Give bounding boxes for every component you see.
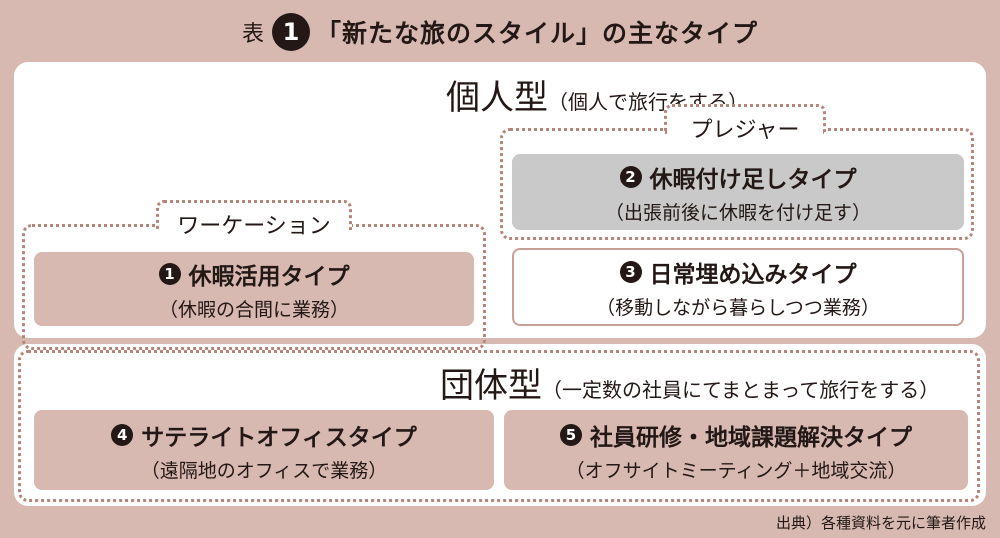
type-description: （遠隔地のオフィスで業務） — [140, 459, 388, 482]
type-number-badge: 5 — [560, 423, 582, 446]
type-description: （休暇の合間に業務） — [158, 298, 349, 321]
type-name: サテライトオフィスタイプ — [141, 424, 417, 451]
type-name: 日常埋め込みタイプ — [649, 261, 857, 288]
type-name: 休暇付け足しタイプ — [649, 166, 857, 193]
pleasure-tab — [664, 104, 826, 134]
title-number-badge: 1 — [272, 13, 310, 51]
type-name: 休暇活用タイプ — [188, 263, 350, 290]
workation-label: ワーケーション — [177, 214, 331, 239]
personal-type-label: 個人型 — [446, 78, 548, 118]
pleasure-label: プレジャー — [690, 118, 800, 143]
type-box-5: 5 社員研修・地域課題解決タイプ （オフサイトミーティング＋地域交流） — [504, 410, 968, 490]
type-number-badge: 1 — [158, 262, 181, 285]
type-number-badge: 3 — [619, 260, 642, 283]
workation-tab — [156, 200, 352, 230]
type-box-3: 3 日常埋め込みタイプ （移動しながら暮らしつつ業務） — [512, 248, 964, 326]
type-box-4: 4 サテライトオフィスタイプ （遠隔地のオフィスで業務） — [34, 410, 494, 490]
type-box-1: 1 休暇活用タイプ （休暇の合間に業務） — [34, 252, 474, 326]
group-type-label: 団体型 — [440, 366, 542, 406]
group-type-heading: 団体型 （一定数の社員にてまとまって旅行をする） — [440, 358, 939, 407]
type-description: （出張前後に休暇を付け足す） — [604, 201, 871, 224]
type-number-badge: 2 — [619, 165, 642, 188]
type-box-2: 2 休暇付け足しタイプ （出張前後に休暇を付け足す） — [512, 154, 964, 230]
figure-title: 表 1 「新たな旅のスタイル」の主なタイプ — [0, 12, 1000, 52]
type-name: 社員研修・地域課題解決タイプ — [590, 424, 912, 451]
group-type-note: （一定数の社員にてまとまって旅行をする） — [542, 378, 940, 402]
title-prefix: 表 — [241, 22, 264, 47]
source-note: 出典）各種資料を元に筆者作成 — [775, 514, 986, 532]
type-description: （移動しながら暮らしつつ業務） — [596, 296, 880, 319]
group-dotted-outline — [18, 350, 980, 502]
title-text: 「新たな旅のスタイル」の主なタイプ — [316, 19, 759, 48]
type-number-badge: 4 — [111, 423, 134, 446]
type-description: （オフサイトミーティング＋地域交流） — [565, 459, 907, 482]
